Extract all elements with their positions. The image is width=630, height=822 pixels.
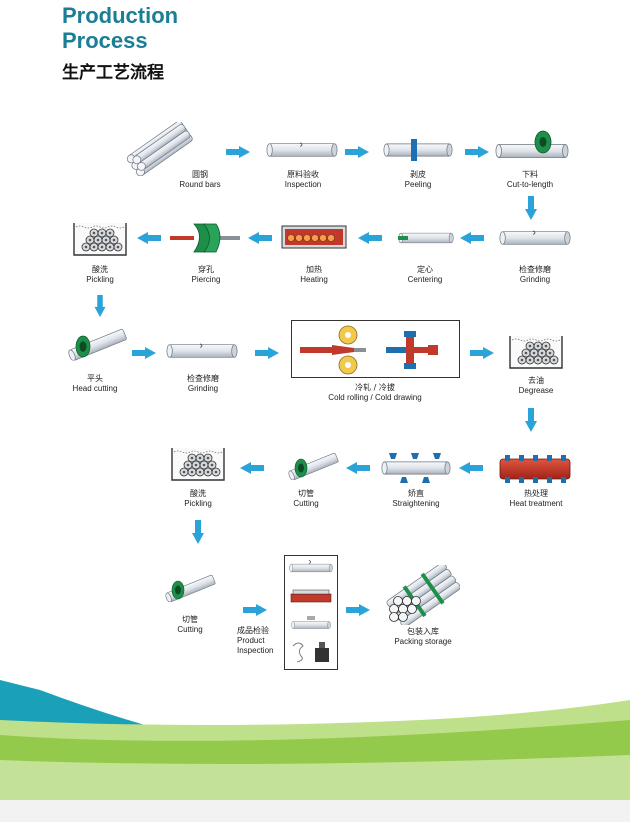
- straightening-icon: [381, 453, 451, 483]
- peeling-icon: [383, 139, 453, 161]
- flow-arrow: [346, 462, 370, 474]
- cutting-icon: [160, 570, 220, 604]
- grinding-pipe-icon: [499, 230, 571, 247]
- degrease-tank-icon: [508, 330, 564, 370]
- flow-arrow: [459, 462, 483, 474]
- piercing-icon: [170, 223, 240, 253]
- flow-arrow: [132, 347, 156, 359]
- packing-storage-icon: [386, 565, 460, 625]
- flow-arrow: [226, 146, 250, 158]
- page-title-chinese: 生产工艺流程: [62, 63, 164, 83]
- head-cutting-icon: [62, 324, 132, 362]
- flow-arrow: [346, 604, 370, 616]
- flow-arrow: [460, 232, 484, 244]
- page-title-line1: Production: [62, 3, 179, 28]
- flow-arrow-down: [192, 520, 204, 544]
- inspection-pipe-icon: [266, 142, 338, 159]
- flow-arrow: [248, 232, 272, 244]
- footer-wave-decoration: [0, 680, 630, 822]
- flow-arrow: [345, 146, 369, 158]
- flow-arrow: [358, 232, 382, 244]
- flow-arrow: [465, 146, 489, 158]
- cold-rolling-icon: [300, 325, 438, 375]
- flow-arrow: [255, 347, 279, 359]
- page-title-line2: Process: [62, 28, 148, 53]
- flow-arrow-down: [94, 295, 106, 317]
- inspection-tools-icon: [289, 559, 333, 663]
- round-bars-icon: [126, 122, 193, 176]
- flow-arrow-down: [525, 196, 537, 220]
- flow-arrow: [137, 232, 161, 244]
- heat-treatment-icon: [499, 455, 571, 483]
- heating-furnace-icon: [281, 225, 347, 249]
- cut-to-length-icon: [495, 130, 569, 158]
- cutting-icon: [283, 448, 343, 482]
- flow-arrow: [243, 604, 267, 616]
- cold-rolling-box: [291, 320, 460, 378]
- product-inspection-box: [284, 555, 338, 670]
- flow-arrow: [240, 462, 264, 474]
- pickling-tank-icon: [72, 217, 128, 257]
- pickling-tank-icon: [170, 442, 226, 482]
- flow-arrow: [470, 347, 494, 359]
- centering-icon: [398, 232, 454, 244]
- flow-arrow-down: [525, 408, 537, 432]
- grinding-pipe-icon: [166, 343, 238, 360]
